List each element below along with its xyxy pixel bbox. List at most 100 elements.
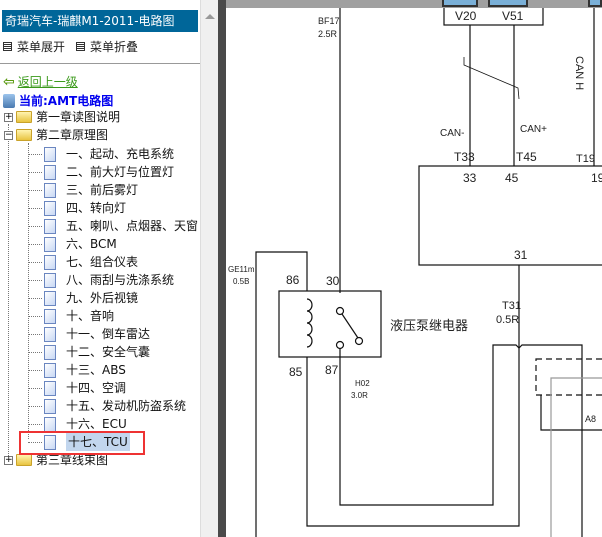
tree-item-label: 十、音响 xyxy=(66,309,115,323)
can-h-label: CAN H xyxy=(573,56,585,90)
relay-pin-label: 30 xyxy=(326,274,340,288)
expand-icon[interactable]: + xyxy=(4,454,13,465)
relay-pin-label: 87 xyxy=(325,363,339,377)
tree-item[interactable]: 十二、安全气囊 xyxy=(28,343,150,361)
navigation-pane: 奇瑞汽车-瑞麒M1-2011-电路图 菜单展开 菜单折叠 ⇦返回上一级 当前:A… xyxy=(0,0,200,537)
scroll-up-icon[interactable] xyxy=(205,14,215,19)
component-label: A8 xyxy=(585,414,596,424)
document-icon xyxy=(44,434,56,450)
document-icon xyxy=(44,416,56,432)
document-icon xyxy=(44,182,56,198)
tree-item[interactable]: 十三、ABS xyxy=(28,361,126,379)
tree-item[interactable]: 十、音响 xyxy=(28,307,114,325)
wire-spec: 0.5B xyxy=(233,277,249,286)
current-label: 当前:AMT电路图 xyxy=(19,94,114,108)
divider xyxy=(0,63,200,64)
wire-spec: 3.0R xyxy=(351,391,368,400)
tree-item[interactable]: 八、雨刮与洗涤系统 xyxy=(28,271,174,289)
tree-connector xyxy=(28,261,42,263)
tree-item[interactable]: 四、转向灯 xyxy=(28,199,126,217)
component-box xyxy=(540,395,602,431)
wire-label: H02 xyxy=(355,379,370,388)
wire-label: GE11m xyxy=(228,265,255,274)
tree-item[interactable]: 二、前大灯与位置灯 xyxy=(28,163,174,181)
tree-item-label: 三、前后雾灯 xyxy=(66,183,139,197)
document-icon xyxy=(44,344,56,360)
tree-connector xyxy=(28,405,42,407)
viewer-toolbar xyxy=(226,0,602,8)
pin-label: 33 xyxy=(463,171,477,185)
tree-item[interactable]: 七、组合仪表 xyxy=(28,253,138,271)
tree-item[interactable]: 五、喇叭、点烟器、天窗 xyxy=(28,217,198,235)
pin-label: 45 xyxy=(505,171,519,185)
tree-chapter-1[interactable]: + 第一章读图说明 xyxy=(4,108,120,126)
chapter-label: 第一章读图说明 xyxy=(36,110,121,124)
folder-open-icon xyxy=(16,129,32,141)
toolbar-button[interactable] xyxy=(488,0,528,7)
tree-item[interactable]: 十四、空调 xyxy=(28,379,126,397)
folder-icon xyxy=(16,454,32,466)
menu-icon xyxy=(3,42,12,51)
tree-item[interactable]: 六、BCM xyxy=(28,235,117,253)
tree-connector xyxy=(28,423,42,425)
tree-item-label: 十五、发动机防盗系统 xyxy=(66,399,187,413)
tree-connector xyxy=(28,171,42,173)
expand-icon[interactable]: + xyxy=(4,111,13,122)
tree-item-label: 九、外后视镜 xyxy=(66,291,139,305)
tree-item[interactable]: 十六、ECU xyxy=(28,415,127,433)
pin-label: 19 xyxy=(591,171,602,185)
tree-item-label: 四、转向灯 xyxy=(66,201,127,215)
toolbar-button[interactable] xyxy=(588,0,602,7)
can-plus-label: CAN+ xyxy=(520,124,547,135)
toolbar-button[interactable] xyxy=(442,0,478,7)
tree-item[interactable]: 三、前后雾灯 xyxy=(28,181,138,199)
tree-item[interactable]: 十五、发动机防盗系统 xyxy=(28,397,186,415)
relay-pin-label: 85 xyxy=(289,365,303,379)
document-icon xyxy=(44,326,56,342)
tree-item[interactable]: 九、外后视镜 xyxy=(28,289,138,307)
tree-chapter-3[interactable]: + 第三章线束图 xyxy=(4,451,108,469)
tree-connector xyxy=(28,189,42,191)
wire xyxy=(550,377,602,537)
sidebar-scrollbar[interactable] xyxy=(200,0,218,537)
tree-connector xyxy=(28,207,42,209)
expand-menu-button[interactable]: 菜单展开 xyxy=(3,38,65,55)
tree-item-label: 六、BCM xyxy=(66,237,117,251)
tree-connector xyxy=(28,387,42,389)
tree-connector xyxy=(28,279,42,281)
tree-chapter-2[interactable]: − 第二章原理图 xyxy=(4,126,108,144)
chapter-label: 第三章线束图 xyxy=(36,453,109,467)
wire-spec: 2.5R xyxy=(318,29,338,39)
tree-item-label: 十七、TCU xyxy=(66,433,130,451)
wire-spec: 0.5R xyxy=(496,314,519,326)
tree-line xyxy=(8,124,9,458)
wire xyxy=(339,344,583,537)
document-icon xyxy=(44,236,56,252)
chapter-label: 第二章原理图 xyxy=(36,128,109,142)
wire xyxy=(255,251,308,537)
dashed-component-box xyxy=(535,358,602,396)
connector-box xyxy=(443,8,544,26)
tree-item-label: 一、起动、充电系统 xyxy=(66,147,175,161)
terminal-label: T19 xyxy=(576,153,595,165)
pane-splitter[interactable] xyxy=(218,0,226,537)
collapse-menu-button[interactable]: 菜单折叠 xyxy=(76,38,138,55)
collapse-icon[interactable]: − xyxy=(4,129,13,140)
relay-name: 液压泵继电器 xyxy=(390,318,468,333)
tree-connector xyxy=(28,315,42,317)
tree-item[interactable]: 十七、TCU xyxy=(28,433,130,451)
tree-connector xyxy=(28,333,42,335)
twisted-pair-mark xyxy=(463,57,520,100)
tree-connector xyxy=(28,297,42,299)
relay-box xyxy=(278,290,382,358)
wire-label: BF17 xyxy=(318,16,340,26)
back-link[interactable]: ⇦返回上一级 xyxy=(3,73,78,90)
connector-label: V20 xyxy=(455,9,477,23)
collapse-label: 菜单折叠 xyxy=(90,40,139,54)
tree-item-label: 十二、安全气囊 xyxy=(66,345,151,359)
tree-connector xyxy=(28,225,42,227)
tree-item[interactable]: 十一、倒车雷达 xyxy=(28,325,150,343)
tree-item[interactable]: 一、起动、充电系统 xyxy=(28,145,174,163)
tree-item-label: 十一、倒车雷达 xyxy=(66,327,151,341)
document-icon xyxy=(44,200,56,216)
